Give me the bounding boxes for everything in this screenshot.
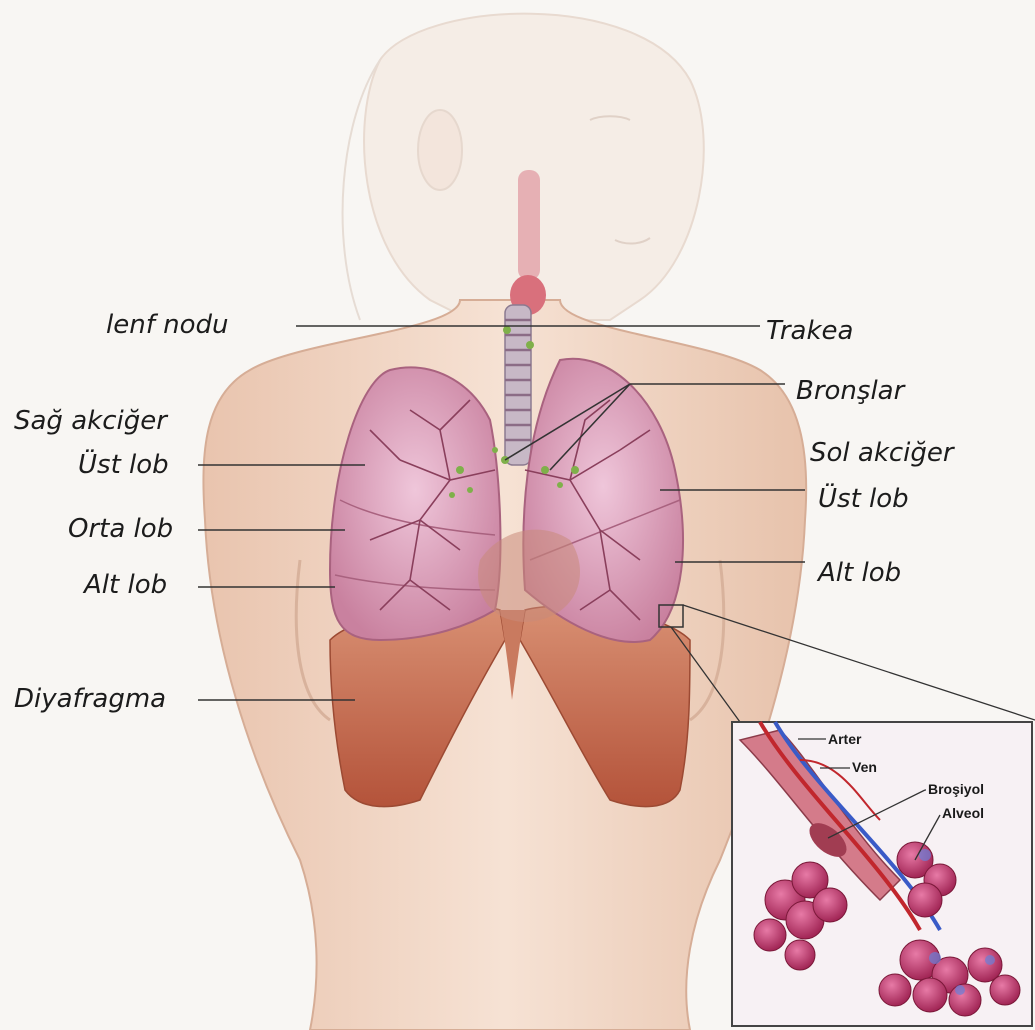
inset-label-alveolus: Alveol xyxy=(942,806,984,820)
label-diaphragm: Diyafragma xyxy=(14,686,166,712)
label-left-lower-lobe: Alt lob xyxy=(818,560,901,586)
label-right-upper-lobe: Üst lob xyxy=(78,452,169,478)
alveoli-inset xyxy=(732,722,1032,1026)
label-right-lower-lobe: Alt lob xyxy=(84,572,167,598)
label-left-lung: Sol akciğer xyxy=(810,440,954,466)
inset-label-bronchiole: Broşiyol xyxy=(928,782,984,796)
label-left-upper-lobe: Üst lob xyxy=(818,486,909,512)
inset-label-artery: Arter xyxy=(828,732,861,746)
inset-label-vein: Ven xyxy=(852,760,877,774)
label-right-lung: Sağ akciğer xyxy=(14,408,167,434)
label-right-middle-lobe: Orta lob xyxy=(68,516,173,542)
label-lymph-node: lenf nodu xyxy=(106,312,228,338)
label-trachea: Trakea xyxy=(766,318,853,344)
label-bronchi: Bronşlar xyxy=(796,378,904,404)
